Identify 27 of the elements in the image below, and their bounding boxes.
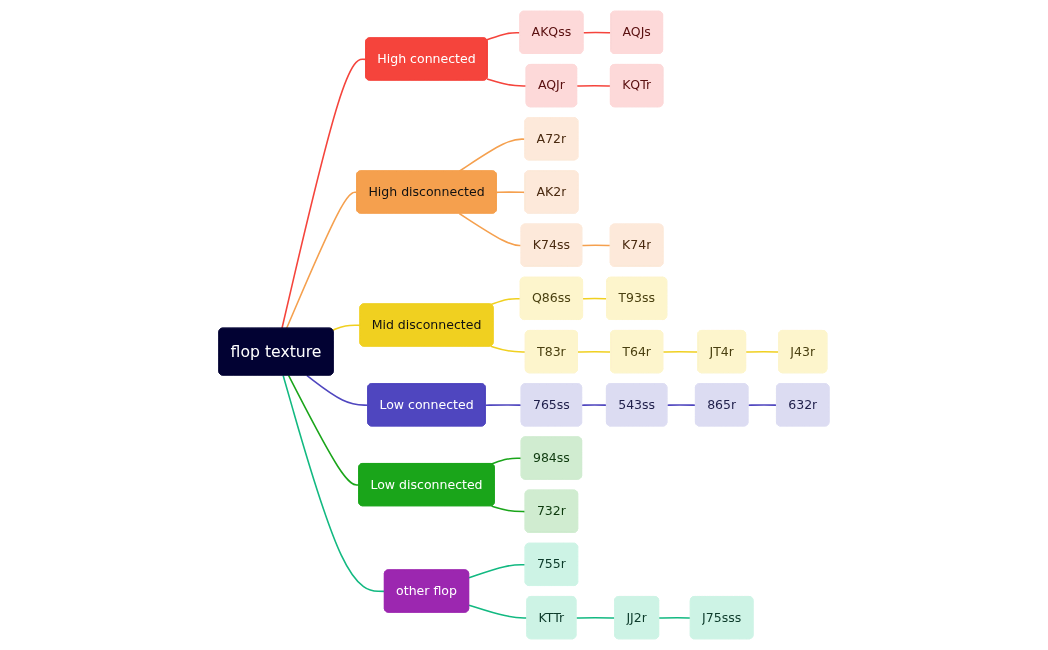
connector: [662, 350, 699, 353]
connector: [582, 297, 608, 300]
connector: [576, 84, 612, 87]
connector: [287, 374, 360, 486]
connector: [485, 404, 523, 406]
connector: [332, 324, 362, 331]
connector: [490, 505, 527, 513]
connector: [285, 191, 358, 330]
connector: [575, 616, 616, 619]
connector: [658, 616, 692, 619]
connector: [281, 58, 367, 330]
connector: [577, 350, 612, 353]
connector: [306, 374, 369, 406]
connector: [468, 563, 527, 579]
connector: [486, 78, 528, 87]
connector: [582, 31, 612, 34]
connector: [581, 404, 608, 406]
connector: [581, 244, 612, 247]
connector: [490, 297, 522, 306]
connector: [747, 404, 778, 406]
connector: [458, 212, 523, 247]
connector: [745, 350, 780, 353]
connector: [490, 345, 527, 353]
connector: [282, 374, 386, 593]
connector: [490, 457, 523, 465]
connector: [666, 404, 697, 406]
connector: [496, 191, 526, 194]
